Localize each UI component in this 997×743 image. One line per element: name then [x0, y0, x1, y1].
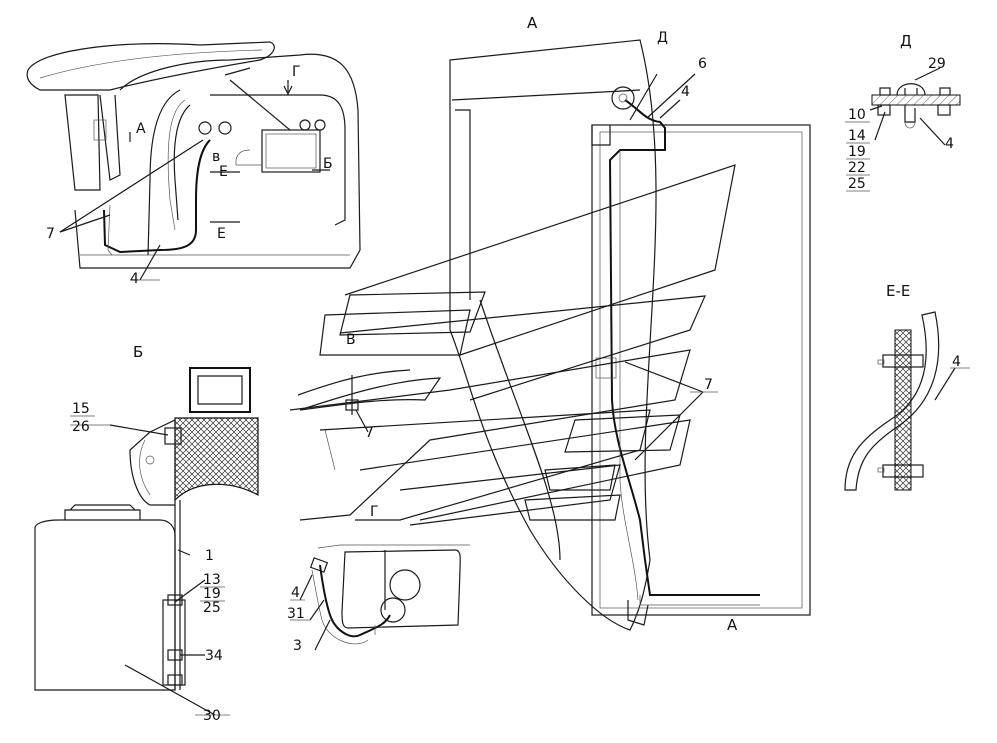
detail-d-label-22: 22 [848, 160, 866, 176]
detail-ee-drawing [844, 311, 970, 491]
detail-b-label-34: 34 [205, 648, 223, 664]
detail-d-label-19: 19 [848, 144, 866, 160]
detail-g-label-4: 4 [291, 585, 300, 601]
detail-d-label-10: 10 [848, 107, 866, 123]
detail-d-label-14: 14 [848, 128, 866, 144]
overview-label-7: 7 [46, 226, 55, 242]
overview-label-v: в [212, 149, 220, 165]
overview-label-a: А [136, 121, 146, 137]
detail-g-label-3: 3 [293, 638, 302, 654]
overview-label-e2: Е [217, 226, 226, 242]
overview-label-4: 4 [130, 271, 139, 287]
detail-d-drawing [845, 67, 961, 146]
detail-b-label-19: 19 [203, 586, 221, 602]
main-label-4: 4 [681, 84, 690, 100]
detail-d-label-25: 25 [848, 176, 866, 192]
detail-b-label-13: 13 [203, 572, 221, 588]
main-label-7b: 7 [365, 425, 374, 441]
overview-drawing [26, 41, 361, 281]
view-heading-a-bottom: А [727, 616, 738, 634]
detail-b-drawing [34, 367, 259, 716]
overview-label-e1: Е [219, 164, 228, 180]
detail-b-label-1: 1 [205, 548, 214, 564]
detail-ee-label-4: 4 [952, 354, 961, 370]
detail-b-label-26: 26 [72, 419, 90, 435]
detail-b-label-15: 15 [72, 401, 90, 417]
detail-g-label-31: 31 [287, 606, 305, 622]
detail-d-label-4: 4 [945, 136, 954, 152]
main-label-d: Д [657, 30, 668, 46]
view-heading-ee: Е-Е [886, 282, 910, 300]
detail-d-label-29: 29 [928, 56, 946, 72]
main-label-g: Г [370, 504, 379, 520]
main-label-v: В [346, 332, 356, 348]
view-heading-a: А [527, 14, 538, 32]
view-heading-d: Д [900, 32, 912, 50]
detail-g-drawing [290, 544, 470, 651]
overview-label-b: Б [323, 156, 333, 172]
main-label-6: 6 [698, 56, 707, 72]
detail-b-label-30: 30 [203, 708, 221, 724]
view-heading-b: Б [133, 343, 143, 361]
overview-label-g: Г [292, 64, 301, 80]
main-label-7: 7 [704, 377, 713, 393]
detail-b-label-25: 25 [203, 600, 221, 616]
main-view-drawing [289, 39, 811, 631]
